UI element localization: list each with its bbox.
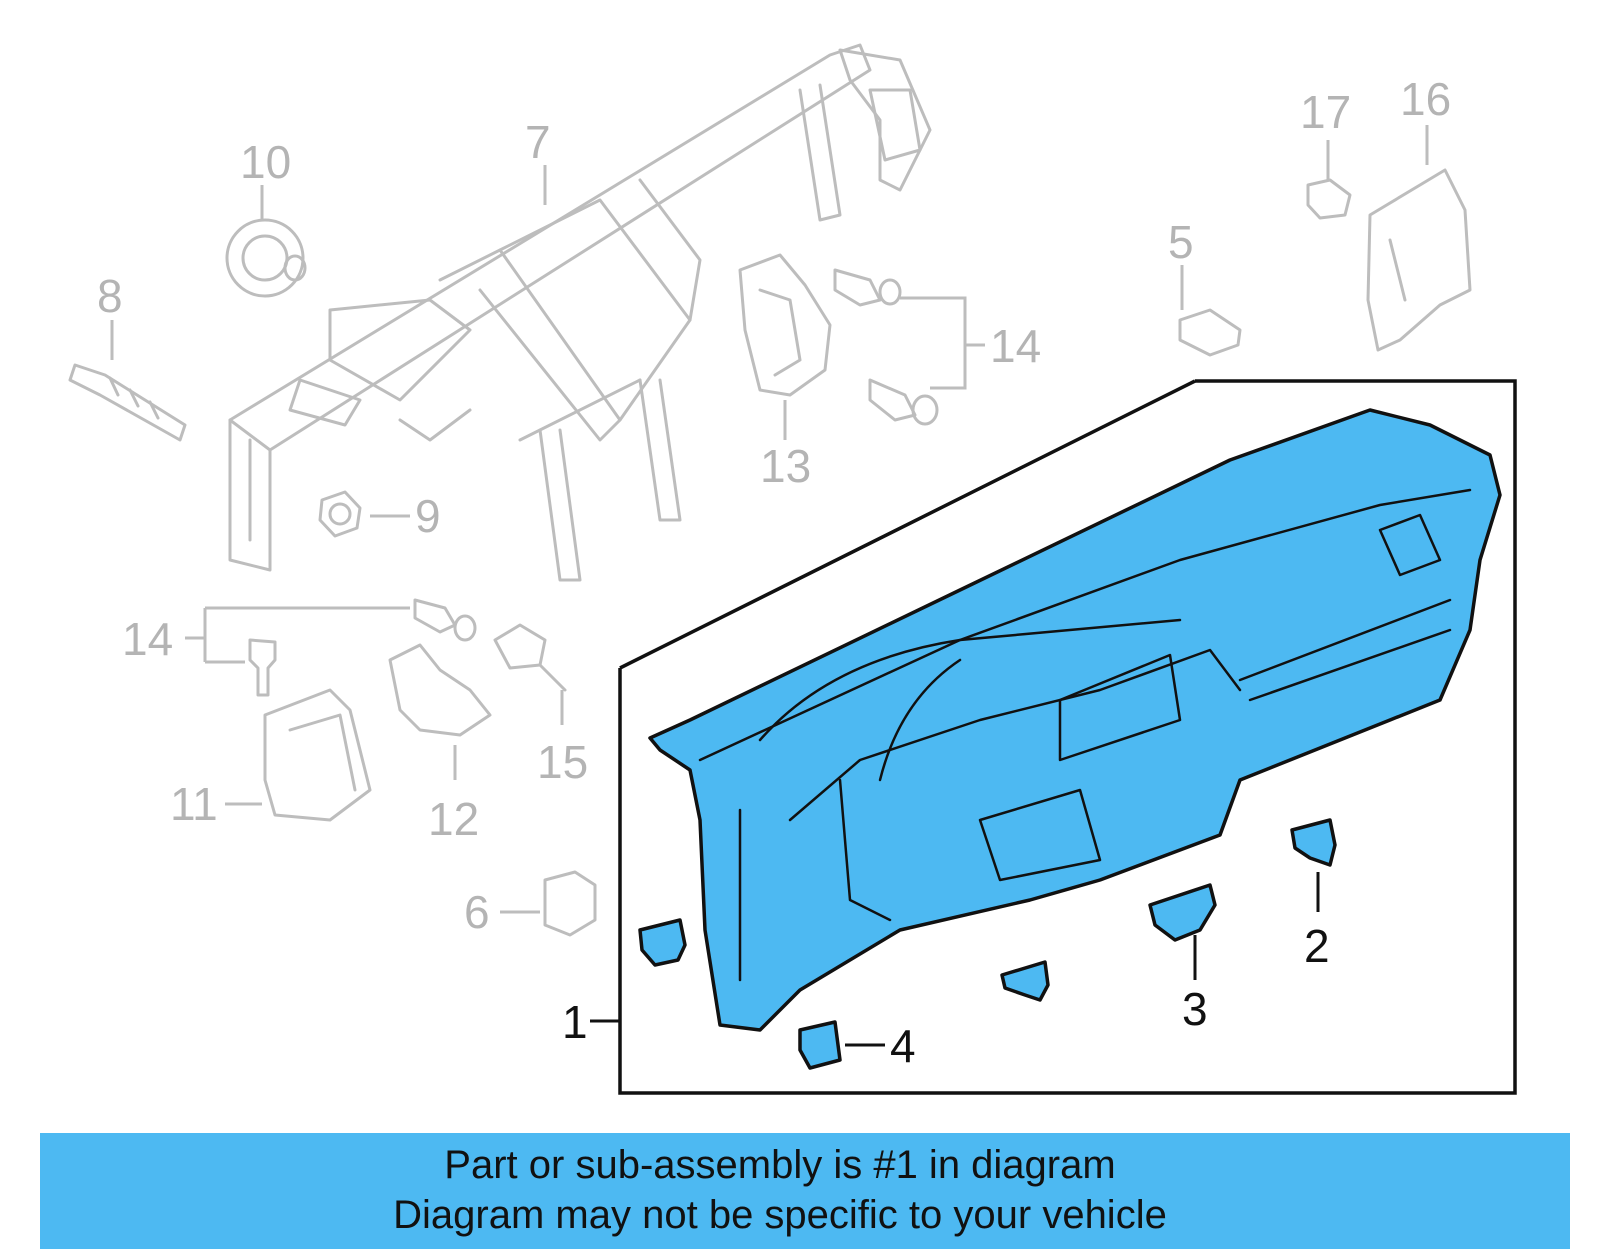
callout-10: 10 (240, 136, 291, 188)
callout-2: 2 (1304, 920, 1330, 972)
fasteners-part-14-upper (833, 268, 939, 426)
clip-part-17 (1306, 178, 1352, 220)
instrument-panel-part-1 (648, 408, 1502, 1032)
callout-13: 13 (760, 440, 811, 492)
bracket-part-13 (738, 253, 832, 397)
connector-part-15 (493, 623, 567, 692)
cross-car-beam (228, 43, 932, 582)
bracket-part-12 (388, 643, 492, 737)
clip-part-4 (798, 1020, 842, 1070)
callout-16: 16 (1400, 73, 1451, 125)
fasteners-part-14-lower (248, 598, 477, 697)
banner-line-disclaimer: Diagram may not be specific to your vehi… (393, 1193, 1167, 1237)
bolt-part-8 (68, 363, 187, 442)
callout-15: 15 (537, 736, 588, 788)
callout-1: 1 (562, 996, 588, 1048)
callout-11: 11 (170, 778, 218, 830)
callout-3: 3 (1182, 983, 1208, 1035)
callout-9: 9 (415, 490, 441, 542)
housing-part-11 (263, 688, 372, 822)
callout-12: 12 (428, 793, 479, 845)
callout-7: 7 (525, 116, 551, 168)
callout-5: 5 (1168, 216, 1194, 268)
banner-line-part-note: Part or sub-assembly is #1 in diagram (444, 1143, 1116, 1187)
clip-left (638, 918, 687, 967)
callout-14-upper: 14 (990, 320, 1041, 372)
side-panel-part-16 (1366, 168, 1472, 352)
clip-part-6 (543, 870, 597, 937)
bushing-part-10 (225, 218, 307, 298)
callout-8: 8 (97, 270, 123, 322)
info-banner: Part or sub-assembly is #1 in diagram Di… (40, 1133, 1570, 1249)
highlight-frame (618, 379, 1517, 1095)
callout-4: 4 (890, 1020, 916, 1072)
nut-part-9 (318, 490, 362, 538)
clip-part-3 (1148, 883, 1217, 942)
callout-6: 6 (464, 886, 490, 938)
callout-14-lower: 14 (122, 613, 173, 665)
clip-part-2 (1290, 818, 1337, 867)
leader-lines (110, 125, 1429, 1047)
clip-part-5 (1178, 308, 1242, 357)
callout-17: 17 (1300, 86, 1351, 138)
clip-part-3b (1000, 960, 1050, 1002)
